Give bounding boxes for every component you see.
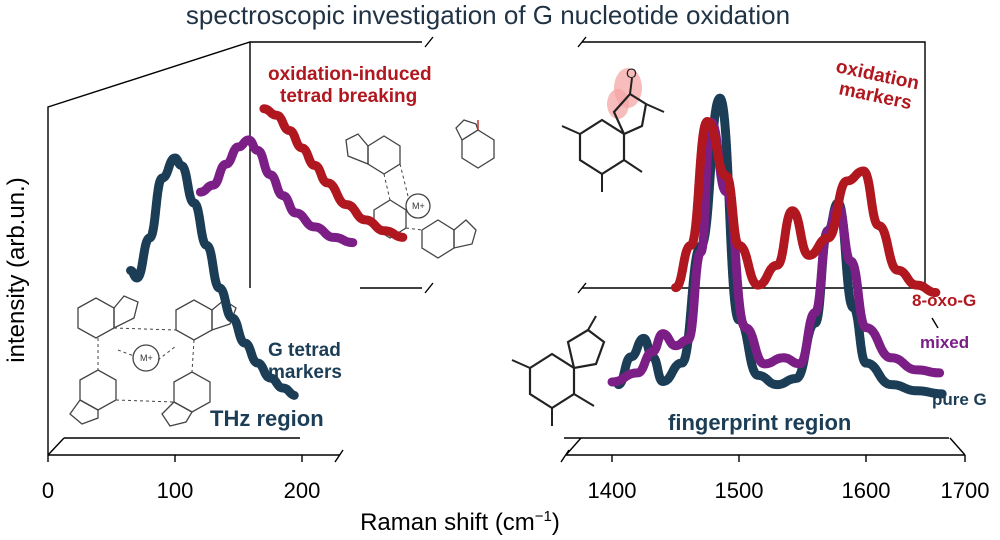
tick-label-0: 0 [42,478,54,503]
svg-text:O: O [626,65,637,81]
thz-region-label: THz region [210,406,324,431]
axis-break-marks [334,36,587,463]
svg-text:M+: M+ [140,353,153,363]
annotation-oxidation-markers: oxidation markers [834,56,921,114]
series-thz-8-oxo-g [259,104,409,242]
tick-label-1600: 1600 [842,478,891,503]
tick-label-1400: 1400 [588,478,637,503]
y-axis-label: intensity (arb.un.) [3,177,30,362]
annotation-oxidation-tetrad: oxidation-induced tetrad breaking [268,64,432,107]
svg-text:G tetrad: G tetrad [268,340,341,361]
svg-text:tetrad breaking: tetrad breaking [280,86,417,107]
legend: 8-oxo-G mixed pure G [912,291,987,409]
tick-label-1500: 1500 [715,478,764,503]
legend-8-oxo-g: 8-oxo-G [912,291,976,310]
guanine-structure-image [511,315,606,426]
svg-text:oxidation-induced: oxidation-induced [268,64,432,85]
x-axis-label: Raman shift (cm−1) [360,508,560,536]
tick-label-1700: 1700 [941,478,990,503]
series-fingerprint-8-oxo-g [671,116,941,298]
chart-title: spectroscopic investigation of G nucleot… [186,0,790,30]
8-oxo-g-structure-image: O [561,65,665,192]
legend-mixed: mixed [920,333,969,352]
g-tetrad-structure-image: M+ [69,295,237,427]
series-thz-pure-g [126,153,301,400]
tick-label-100: 100 [157,478,194,503]
svg-text:M+: M+ [412,201,425,211]
fingerprint-region-label: fingerprint region [668,410,851,435]
series-fingerprint-mixed [607,117,945,387]
data-series [126,93,947,400]
svg-text:markers: markers [268,362,342,383]
x-axis: 0 100 200 1400 1500 1600 1700 Raman shift (cm… [42,437,990,536]
series-fingerprint-pure-g [613,93,947,399]
series-thz-mixed [195,135,358,248]
tick-label-200: 200 [284,478,321,503]
broken-tetrad-structure-image: M+ [345,119,495,259]
annotation-g-tetrad-markers: G tetrad markers [268,340,342,383]
legend-pure-g: pure G [932,390,987,409]
